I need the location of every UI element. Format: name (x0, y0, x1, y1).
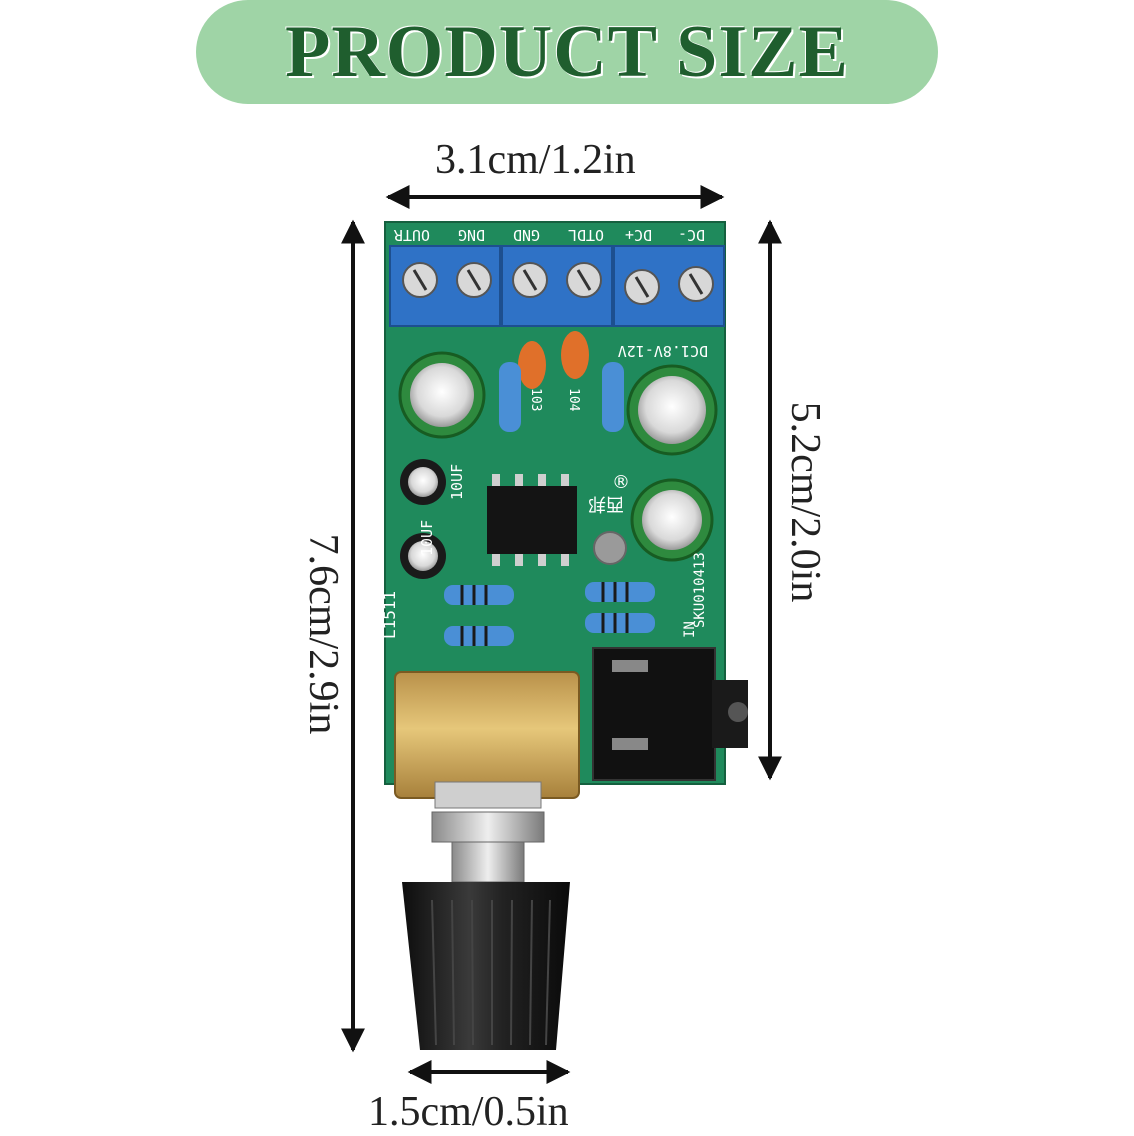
terminal-label: DNG (458, 226, 485, 244)
led (593, 531, 627, 565)
ceramic-capacitor (518, 341, 546, 389)
cap-label-1: 10UF (448, 464, 466, 500)
resistor-code: 103 (528, 388, 543, 411)
voltage-label: DC1.8V-12V (618, 342, 708, 360)
title-banner: PRODUCT SIZE (196, 0, 938, 104)
terminal-label: DC- (678, 226, 705, 244)
electrolytic-capacitors (398, 351, 718, 579)
terminal-label: GND (513, 226, 540, 244)
resistors-vertical: 103 104 (499, 362, 624, 432)
knob-width-label: 1.5cm/0.5in (368, 1089, 569, 1135)
brand-text: 西邦 (588, 493, 624, 514)
audio-jack (592, 647, 748, 781)
ic-pins (492, 474, 569, 566)
resistors-horizontal (444, 582, 655, 646)
terminal-labels: OUTR DNG GND OTDL DC+ DC- (393, 226, 705, 244)
width-label: 3.1cm/1.2in (435, 137, 636, 183)
screw-terminals (389, 245, 725, 327)
ceramic-capacitor (561, 331, 589, 379)
input-label: IN (682, 621, 698, 638)
sku-code: SKU010413 (692, 552, 708, 628)
terminal-label: OTDL (568, 226, 604, 244)
board-height-label: 5.2cm/2.0in (782, 401, 828, 603)
model-code: L1511 (380, 591, 399, 639)
volume-knob (402, 882, 570, 1050)
brand-mark: ® (612, 472, 630, 493)
terminal-label: DC+ (625, 226, 652, 244)
cap-label-2: 10UF (418, 520, 436, 556)
page-title: PRODUCT SIZE (285, 10, 849, 93)
height-label: 7.6cm/2.9in (300, 533, 346, 735)
ic-chip (487, 486, 577, 554)
terminal-label: OUTR (393, 226, 430, 244)
resistor-code: 104 (566, 388, 581, 412)
potentiometer (394, 671, 580, 883)
